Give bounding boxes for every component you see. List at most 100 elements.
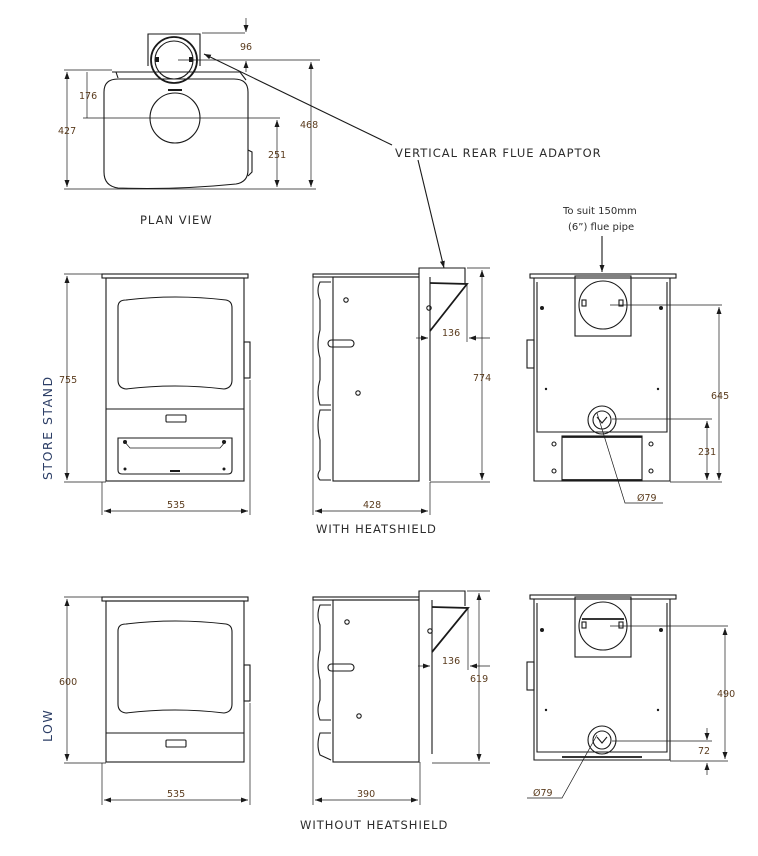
dim-176-label: 176 [79,91,97,102]
door-profile [317,281,331,406]
log-store [117,437,233,475]
fixing-hole [648,468,654,474]
fixing-hole [551,468,557,474]
low-front-view: 600 535 LOW [40,596,251,805]
top-plate [101,596,249,602]
dim-490-label: 490 [717,689,735,700]
adaptor-leader-plan [203,53,393,146]
dim-428-label: 428 [363,500,381,511]
fixing-hole [551,441,557,447]
dim-535-label: 535 [167,500,185,511]
dim-600-label: 600 [59,677,77,688]
base-profile [317,732,332,761]
body [533,599,671,761]
log-store-lip [123,440,227,449]
fixing [656,387,660,391]
air-inlet [587,405,617,435]
vertical-rear-flue-adaptor-label: VERTICAL REAR FLUE ADAPTOR [395,146,602,160]
fixing [659,306,663,310]
bolt [618,621,624,629]
dim-427-label: 427 [58,126,76,137]
adaptor-leader-side [417,159,445,269]
door-handle [327,663,355,672]
body [533,278,671,482]
rear-panel [536,282,668,433]
top-plate [529,273,677,279]
top-plate [101,273,249,279]
door-profile [317,604,331,721]
dim-96-label: 96 [240,42,252,53]
air-inlet [587,725,617,755]
store-compartment [561,435,643,482]
fixing [540,628,544,632]
fixing-hole [344,619,350,625]
diameter-leader [596,412,663,504]
adaptor-top [418,590,466,606]
fixing [544,708,548,712]
side-handle [526,661,535,691]
control-badge [165,739,187,748]
adaptor-bracket [431,606,470,653]
bolt [618,299,624,307]
door-handle [327,339,355,348]
diameter-leader [527,734,598,799]
dim-390-label: 390 [357,789,375,800]
stove-body-plan [103,78,249,190]
bolt [222,467,226,471]
low-rear-view: 490 72 Ø79 [526,594,735,799]
fixing [656,708,660,712]
fixing [544,387,548,391]
air-inlet-inner [592,730,612,750]
door-glass [117,620,233,714]
ashpan-profile [317,409,331,481]
door-glass [117,296,233,390]
with-heatshield-title: WITH HEATSHIELD [316,522,437,536]
air-inlet-inner [592,410,612,430]
flue-box [574,596,632,658]
bolt [222,440,226,444]
bolt [581,621,587,629]
fixing-hole [355,390,361,396]
plan-view-title: PLAN VIEW [140,213,213,227]
store-stand-label: STORE STAND [40,375,55,480]
top-plate-edge [115,71,119,79]
flue-box [574,275,632,337]
dim-diameter-label: Ø79 [637,493,657,504]
adaptor-top [418,267,466,283]
without-heatshield-title: WITHOUT HEATSHIELD [300,818,448,832]
store-stand-front-view: 755 535 STORE STAND [40,273,251,515]
dim-619-label: 619 [470,674,488,685]
low-side-view: 390 136 619 WITHOUT HEATSHIELD [300,590,490,832]
body [105,600,245,763]
side-handle [526,339,535,369]
air-inlet-vanes [596,736,608,744]
dim-136-label: 136 [442,328,460,339]
door-handle [243,664,251,702]
fixing-hole [356,713,362,719]
store-stand-side-view: 428 136 774 WITH HEATSHIELD [312,267,491,536]
dim-468-label: 468 [300,120,318,131]
flue-note-line2: (6”) flue pipe [568,222,634,233]
body [332,276,420,482]
dim-645-label: 645 [711,391,729,402]
plan-view: 427 176 251 468 96 PLAN VIEW [58,18,320,227]
fixing [659,628,663,632]
fixing-hole [648,441,654,447]
fixing-hole [426,305,432,311]
control-badge [165,414,187,423]
dim-72-label: 72 [698,746,710,757]
top-plate [529,594,677,600]
dim-diameter-low-label: Ø79 [533,788,553,799]
logo-mark [168,89,182,91]
dim-535-low-label: 535 [167,789,185,800]
body [105,277,245,482]
fixing-hole [343,297,349,303]
store-stand-rear-view: 645 231 Ø79 [526,273,729,504]
bolt-left [155,57,159,62]
flue-note-line1: To suit 150mm [562,206,637,217]
dim-755-label: 755 [59,375,77,386]
dim-136-low-label: 136 [442,656,460,667]
adaptor-bracket [429,282,469,332]
bolt [123,467,127,471]
